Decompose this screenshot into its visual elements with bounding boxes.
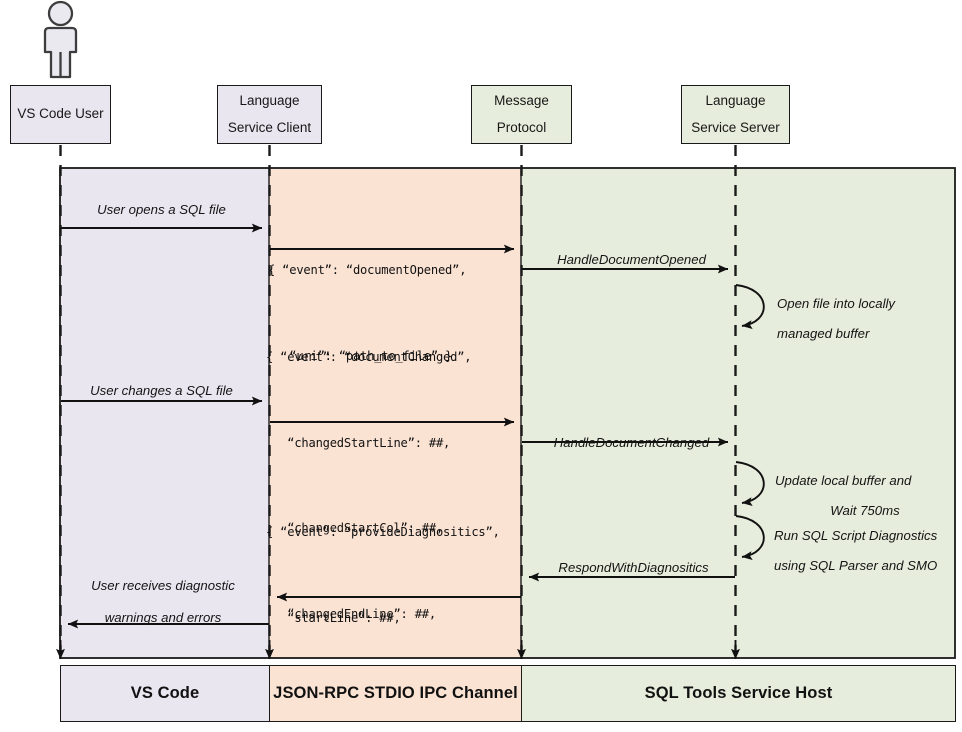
- loop-run-sql-script-diagnostics: [735, 515, 765, 561]
- payload-document-changed-line3: “changedStartCol”: ##,: [266, 521, 444, 536]
- participant-language-service-server[interactable]: Language Service Server: [681, 85, 790, 144]
- footer-band-json-rpc-label: JSON-RPC STDIO IPC Channel: [273, 684, 518, 702]
- footer-band-sql-tools-label: SQL Tools Service Host: [644, 684, 833, 702]
- note-update-local-buffer-wait-line2: Wait 750ms: [830, 502, 900, 518]
- lifelines: [59, 145, 737, 657]
- participant-vscode-user-line1: VS Code User: [17, 106, 104, 122]
- payload-provide-diagnositics-line1: { “event”: “provideDiagnositics”,: [266, 525, 500, 540]
- payload-document-changed-line4: “changedEndLine”: ##,: [266, 606, 436, 621]
- label-handle-document-changed: HandleDocumentChanged: [553, 435, 710, 450]
- note-open-file-into-buffer: Open file into locally managed buffer: [777, 289, 952, 348]
- payload-provide-diagnositics-line2: “startLine”: ##,: [266, 610, 401, 625]
- stick-figure-user-icon: [43, 0, 78, 79]
- label-user-opens-sql-file: User opens a SQL file: [97, 202, 226, 217]
- participant-message-protocol[interactable]: Message Protocol: [471, 85, 572, 144]
- label-user-receives-diagnostics-line2: warnings and errors: [104, 610, 222, 626]
- band-sql-tools-region: [521, 168, 955, 658]
- lifeline-terminators: [56, 640, 740, 660]
- note-open-file-into-buffer-line2: managed buffer: [777, 325, 870, 341]
- label-user-receives-diagnostics: User receives diagnostic warnings and er…: [63, 570, 263, 635]
- payload-document-changed-line1: { “event”: “documentChanged”,: [266, 350, 472, 365]
- payload-document-opened-line1: { “event”: “documentOpened”,: [268, 263, 467, 278]
- note-update-local-buffer-wait: Update local buffer and Wait 750ms: [775, 466, 955, 525]
- participant-language-service-server-line1: Language: [705, 93, 766, 109]
- participant-message-protocol-line1: Message: [494, 93, 549, 109]
- label-handle-document-opened: HandleDocumentOpened: [557, 252, 706, 267]
- label-respond-with-diagnositics: RespondWithDiagnositics: [558, 560, 709, 575]
- loop-update-local-buffer-wait: [735, 461, 765, 507]
- participant-vscode-user[interactable]: VS Code User: [10, 85, 111, 144]
- participant-language-service-client-line2: Service Client: [227, 119, 312, 135]
- payload-document-changed-line2: “changedStartLine”: ##,: [266, 435, 451, 450]
- participant-language-service-server-line2: Service Server: [691, 119, 780, 135]
- footer-band-vs-code[interactable]: VS Code: [60, 665, 270, 722]
- payload-document-opened: { “event”: “documentOpened”, “uri”: “pat…: [268, 199, 466, 427]
- message-arrows: [61, 223, 735, 629]
- footer-band-sql-tools[interactable]: SQL Tools Service Host: [521, 665, 956, 722]
- self-call-loops: [735, 284, 765, 561]
- note-run-sql-script-diagnostics-line2: using SQL Parser and SMO: [774, 557, 938, 573]
- note-open-file-into-buffer-line1: Open file into locally: [777, 296, 896, 311]
- note-run-sql-script-diagnostics: Run SQL Script Diagnostics using SQL Par…: [774, 521, 956, 580]
- label-user-changes-sql-file: User changes a SQL file: [90, 383, 233, 398]
- participant-language-service-client-line1: Language: [239, 93, 300, 109]
- participant-language-service-client[interactable]: Language Service Client: [217, 85, 322, 144]
- payload-document-opened-line2: “uri”: “path_to_file” }: [268, 348, 453, 363]
- footer-band-vs-code-label: VS Code: [130, 684, 200, 702]
- footer-band-json-rpc[interactable]: JSON-RPC STDIO IPC Channel: [269, 665, 522, 722]
- band-vs-code-region: [60, 168, 269, 658]
- participant-message-protocol-line2: Protocol: [496, 119, 547, 135]
- loop-open-file-into-buffer: [735, 284, 765, 330]
- note-update-local-buffer-wait-line1: Update local buffer and: [775, 473, 912, 488]
- label-user-receives-diagnostics-line1: User receives diagnostic: [91, 578, 235, 593]
- note-run-sql-script-diagnostics-line1: Run SQL Script Diagnostics: [774, 528, 938, 543]
